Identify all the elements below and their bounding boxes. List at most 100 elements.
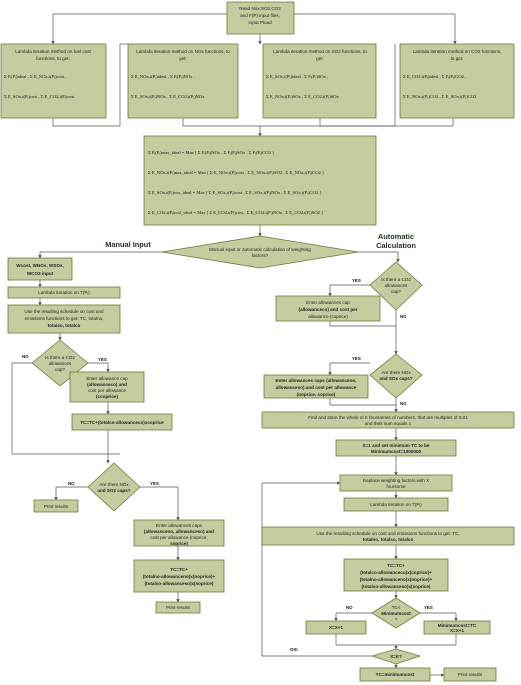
auto-min-yes-label: YES: [424, 605, 433, 610]
lambda-co2-line-2: to get:: [451, 56, 464, 61]
manual-print-text: Print results: [44, 504, 69, 509]
lambda-fuel-box: Lambda iteration method on fuel cost fun…: [0, 43, 107, 119]
auto-replace-line-2: foursome: [386, 484, 406, 489]
auto-tc-line-3: (totalno-allowanceno)x(noprice)+: [360, 577, 433, 582]
auto-tc-box: TC=TC+ (totalco-allowanceco)x(coprice)+ …: [343, 558, 449, 592]
manual-weights-line-1: Wcost, WNOx, WSOx,: [16, 263, 63, 268]
auto-noso-enter-line-3: (noprice, soprice): [297, 392, 336, 397]
auto-co2-enter-line-3: allowance (coprice): [308, 314, 348, 319]
manual-print2-text: Print results: [166, 605, 191, 610]
auto-co2-enter-box: Enter allowances cap (allowanceco) and c…: [275, 295, 381, 322]
manual-noso-enter-line-1: Enter allowances caps: [156, 523, 203, 528]
lambda-so2-line-3: Σ E_SOx,i(Pᵢ)ideal , Σ Fᵢ(Pᵢ)SOx ,: [266, 74, 328, 80]
lambda-fuel-line-2: functions, to get:: [36, 56, 70, 61]
auto-min-q-line-3: ?: [395, 617, 398, 622]
manual-print-box: Print results: [33, 499, 79, 513]
auto-tc-line-1: TC=TC+: [387, 563, 405, 568]
manual-co2-yes-label: YES: [98, 357, 107, 362]
auto-tc-line-4: (totalso-allowanceso)x(soprice): [362, 584, 431, 589]
lambda-fuel-line-3: Σ Fᵢ(Pᵢ)ideal , Σ E_NOx,i(Pᵢ)cost ,: [4, 74, 66, 80]
manual-weights-box: Wcost, WNOx, WSOx, WCO2 input: [7, 257, 73, 281]
manual-noso-decision: Are there NOx and SO2 caps?: [87, 462, 141, 512]
auto-k-decision: X=K?: [370, 648, 422, 665]
manual-tc-noso-box: TC=TC+ (totalno-allowanceno)x(noprice)+ …: [133, 559, 225, 593]
auto-replace-line-1: Replace weighting factors with X: [363, 478, 429, 483]
auto-noso-no-label: NO: [400, 401, 407, 406]
auto-noso-yes-label: YES: [352, 356, 361, 361]
weighting-decision-line-1: Manual input or automatic calculation of…: [209, 247, 311, 252]
auto-print-text: Print results: [458, 672, 483, 677]
auto-find-box: Find and store the whole of K foursomes …: [261, 411, 515, 429]
auto-xinc-text: X=X+1: [329, 625, 343, 630]
manual-noso-enter-line-2: (allowanceno, allowanceso) and: [144, 529, 214, 534]
auto-co2-no-label: NO: [400, 314, 407, 319]
auto-noso-enter-line-2: allowanceso) and cost per allowance: [276, 385, 357, 390]
manual-tc-noso-line-1: TC=TC+: [170, 567, 188, 572]
auto-co2-q-line-2: allowances: [385, 283, 408, 288]
manual-co2-enter-line-1: Enter allowance cap: [86, 376, 128, 381]
auto-noso-enter-box: Enter allowances caps (allowanceno, allo…: [263, 374, 369, 399]
auto-find-line-1: Find and store the whole of K foursomes …: [308, 415, 468, 420]
lambda-nox-box: Lambda iteration method on NOx functions…: [127, 43, 239, 119]
manual-tc-co-text: TC=TC+(totalco-allowanceco)xcoprice: [80, 420, 164, 425]
manual-noso-no-label: NO: [68, 481, 75, 486]
auto-co2-enter-line-1: Enter allowances cap: [306, 300, 350, 305]
manual-use-line-2: emissions functions to get: TC, totalno,: [24, 316, 103, 321]
automatic-heading-2: Calculation: [376, 241, 416, 250]
manual-co2-q-line-1: Is there a CO2: [45, 355, 75, 360]
max-ideal-line-4: Σ E_CO2,i(Pᵢ)co2_ideal = Max [ Σ E_CO2,i…: [148, 210, 323, 216]
auto-noso-q-line-1: Are there NOx: [381, 370, 411, 375]
manual-co2-enter-box: Enter allowance cap (allowanceco) and co…: [69, 371, 145, 403]
auto-tc-line-2: (totalco-allowanceco)x(coprice)+: [360, 570, 432, 575]
auto-find-line-2: and their sum equals 1: [365, 421, 412, 426]
manual-co2-no-label: NO: [22, 354, 29, 359]
manual-tc-co-box: TC=TC+(totalco-allowanceco)xcoprice: [71, 413, 173, 431]
auto-print-box: Print results: [443, 667, 497, 682]
auto-xinc-box: X=X+1: [305, 620, 367, 635]
auto-min-no-label: NO: [346, 605, 353, 610]
weighting-decision: Manual input or automatic calculation of…: [161, 235, 359, 269]
auto-minset-line-2: X=X+1: [450, 628, 464, 633]
lambda-nox-line-2: get:: [179, 56, 187, 61]
manual-noso-q-line-1: Are there NOx: [99, 482, 129, 487]
max-ideal-box: Σ Fᵢ(Pᵢ)max_ideal = Max [ Σ Fᵢ(Pᵢ)NOx , …: [143, 135, 377, 226]
lambda-nox-line-3: Σ E_NOx,i(Pᵢ)ideal , Σ Fᵢ(Pᵢ)NOx ,: [131, 74, 195, 80]
read-input-line-3: Input Pload: [248, 20, 272, 25]
auto-noso-q-line-2: and SOx caps?: [379, 376, 412, 381]
auto-tcmin-text: TC=minimumcost: [376, 672, 415, 677]
read-input-line-2: and F(P) input files,: [240, 13, 280, 18]
auto-use-line-1: Use the resulting schedule on cost and e…: [316, 531, 459, 536]
manual-noso-q-line-2: and SO2 caps?: [97, 488, 130, 493]
auto-minset-box: Minimumcost=TC X=X+1: [423, 620, 491, 635]
manual-tc-noso-line-3: (totalso-allowanceso)x(soprice): [145, 581, 214, 586]
lambda-co2-line-4: Σ E_NOx,i(Pᵢ)CO2 , Σ E_SOx,i(Pᵢ)CO2: [403, 94, 477, 100]
connectors: [11, 13, 458, 677]
manual-print2-box: Print results: [155, 601, 201, 614]
max-ideal-line-2: Σ E_NOx,i(Pᵢ)nox_ideal = Max [ Σ E_NOx,i…: [148, 170, 324, 176]
auto-replace-box: Replace weighting factors with X foursom…: [339, 474, 453, 492]
read-input-box: Read Nox,SO2,CO2 and F(P) input files, I…: [226, 1, 295, 35]
manual-lambda-box: Lambda iteration on T(Pᵢ): [7, 286, 121, 299]
manual-lambda-text: Lambda iteration on T(Pᵢ): [38, 290, 90, 295]
manual-co2-q-line-2: allowances: [49, 361, 72, 366]
auto-co2-q-line-3: cap?: [391, 289, 401, 294]
auto-noso-decision: Are there NOx and SOx caps?: [369, 353, 423, 399]
auto-min-decision: TC< Minimumcost ?: [371, 597, 421, 629]
auto-co2-enter-line-2: (allowanceco) and cost per: [299, 307, 358, 312]
lambda-fuel-line-1: Lambda iteration method on fuel cost: [15, 49, 91, 54]
auto-min-q-line-1: TC<: [392, 605, 401, 610]
lambda-fuel-line-4: Σ E_SOx,i(Pᵢ)cost , Σ E_CO2,i(Pᵢ)cost: [4, 94, 75, 100]
auto-minset-line-1: Minimumcost=TC: [438, 623, 477, 628]
manual-noso-enter-line-4: soprice): [170, 541, 188, 546]
auto-co2-q-line-1: Is there a CO2: [381, 277, 411, 282]
auto-use-line-2: totalno, totalso, totalco: [363, 537, 414, 542]
auto-init-line-1: X=1 and set minimum TC to be: [362, 443, 429, 448]
manual-co2-q-line-3: cap?: [55, 367, 65, 372]
manual-weights-line-2: WCO2 input: [27, 271, 54, 276]
manual-co2-enter-line-2: (allowanceco) and: [87, 382, 127, 387]
lambda-nox-line-1: Lambda iteration method on NOx functions…: [136, 49, 230, 54]
lambda-so2-box: Lambda iteration method on SO2 functions…: [262, 43, 377, 119]
manual-input-heading: Manual Input: [105, 240, 151, 249]
max-ideal-line-3: Σ E_SOx,i(Pᵢ)sox_ideal = Max [ Σ E_SOx,i…: [148, 190, 321, 196]
